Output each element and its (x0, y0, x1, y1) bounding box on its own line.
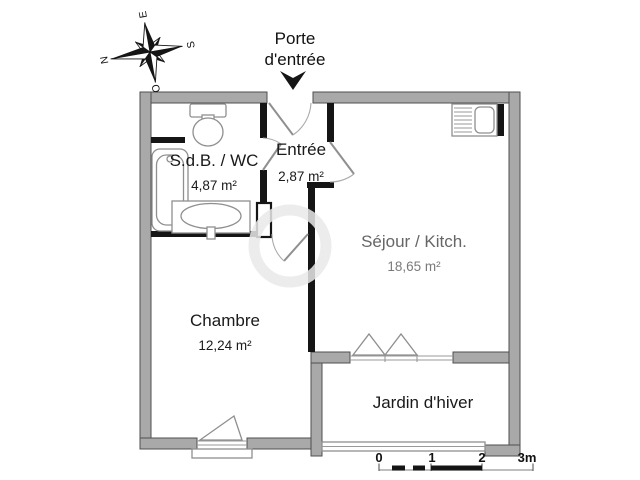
wall-bottom-left-a (139, 437, 198, 450)
sink-icon (171, 200, 251, 240)
wall-chambre-sejour (308, 182, 315, 352)
compass-north-label: N (98, 55, 111, 65)
sdb-door-leaf (262, 143, 282, 171)
wall-left (139, 91, 152, 450)
wall-sdb-entree-top (260, 103, 267, 138)
scale-tick-1: 1 (428, 450, 435, 465)
room-sdb-area: 4,87 m² (191, 178, 237, 193)
chambre-window-leaf (197, 414, 243, 441)
wall-kitchen-stub (497, 104, 504, 136)
room-sejour-area: 18,65 m² (387, 259, 441, 274)
room-sejour-name: Séjour / Kitch. (361, 232, 467, 251)
wall-entree-sejour-top (327, 103, 334, 142)
scale-dash-2 (413, 465, 425, 471)
chambre-window-ledge (191, 448, 253, 459)
fixtures (151, 103, 498, 240)
compass-east-label: E (137, 10, 150, 19)
compass-south-label: S (185, 40, 198, 49)
chambre-door-leaf (283, 233, 309, 262)
entrance-door-leaf (268, 102, 294, 136)
scale-solid-segment (431, 465, 482, 471)
entrance-label-line1: Porte (275, 29, 316, 48)
entrance-annotation: Porte d'entrée (265, 29, 326, 90)
french-door-leaf-right (383, 332, 419, 356)
watermark-ring (248, 204, 332, 288)
french-door-leaf-left (351, 332, 387, 356)
wall-top-left (139, 91, 268, 104)
wall-jardin-bottom-right (484, 444, 521, 457)
scale-tick-3: 3m (518, 450, 537, 465)
sejour-door-arc (329, 173, 355, 183)
wall-entree-corner (307, 182, 334, 188)
entrance-label-line2: d'entrée (265, 50, 326, 69)
wall-jardin-left (310, 351, 323, 457)
scale-tick-0: 0 (375, 450, 382, 465)
sejour-door-leaf (329, 141, 355, 175)
room-entree-area: 2,87 m² (278, 169, 324, 184)
room-jardin-name: Jardin d'hiver (373, 393, 474, 412)
kitchen-sink-icon (451, 103, 498, 137)
outer-walls (139, 91, 521, 457)
wall-right (508, 91, 521, 457)
room-sdb-name: S.d.B. / WC (170, 151, 259, 170)
wall-sdb-closet (151, 137, 185, 143)
sdb-door-arc (262, 137, 282, 145)
windows (191, 332, 486, 459)
wall-top-right (312, 91, 521, 104)
compass-cardinal-rays (110, 22, 183, 83)
scale-bar: 0 1 2 3m (375, 450, 536, 471)
room-labels: S.d.B. / WC 4,87 m² Entrée 2,87 m² Séjou… (170, 140, 474, 412)
entrance-arrow-icon (280, 71, 306, 90)
chambre-door-arc (271, 233, 285, 262)
room-chambre-area: 12,24 m² (198, 338, 252, 353)
scale-tick-2: 2 (478, 450, 485, 465)
wall-jardin-top-left (310, 351, 351, 364)
doors (262, 102, 355, 262)
room-entree-name: Entrée (276, 140, 326, 159)
compass-west-label: O (150, 83, 163, 93)
toilet-icon (189, 103, 227, 147)
compass-rose-icon: N E S O (98, 10, 198, 93)
scale-dash-1 (392, 465, 405, 471)
wall-jardin-top-right (452, 351, 510, 364)
room-chambre-name: Chambre (190, 311, 260, 330)
entrance-door-arc (292, 102, 312, 136)
wall-sdb-entree-bottom (260, 170, 267, 203)
